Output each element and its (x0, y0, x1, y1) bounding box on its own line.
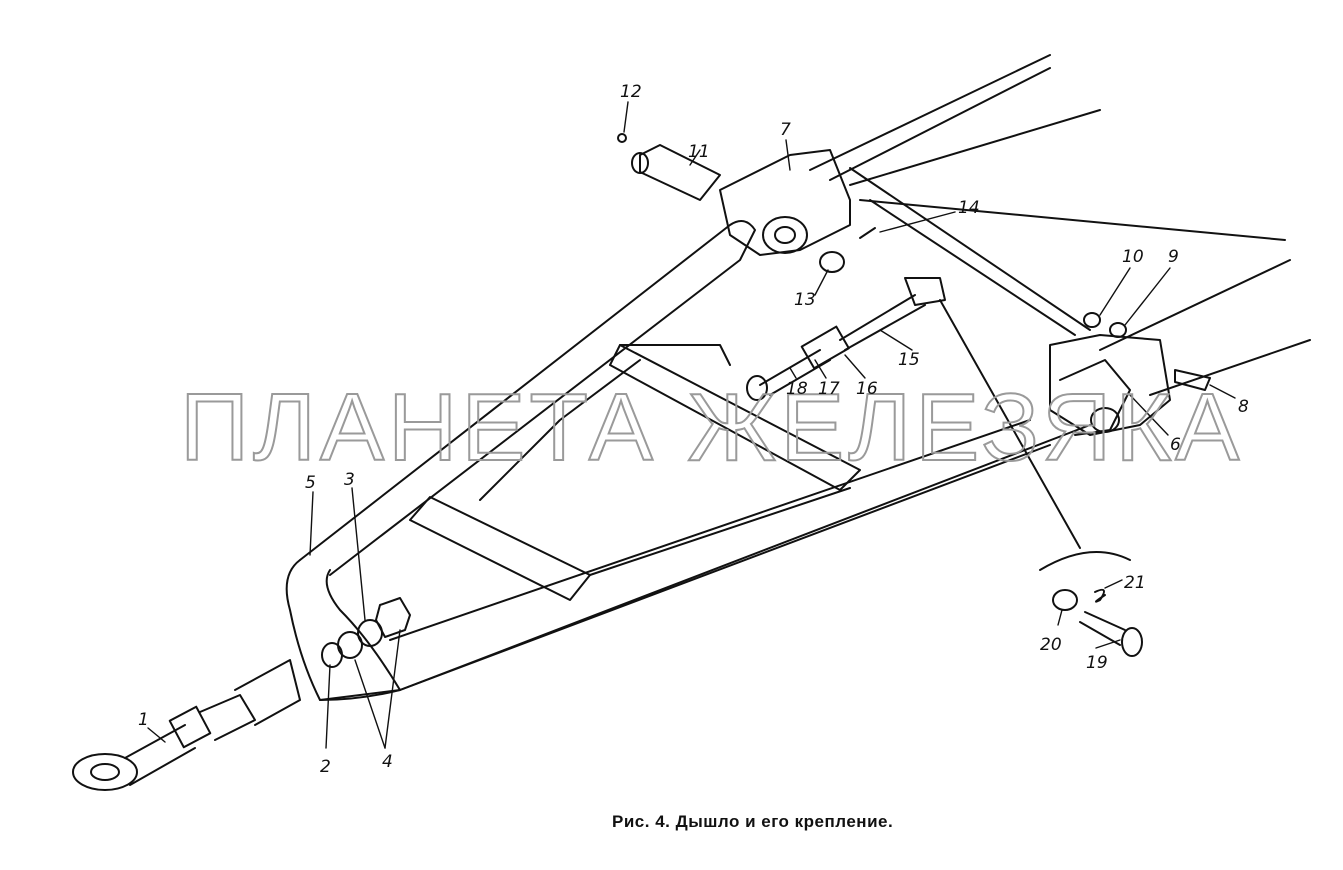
callout-19: 19 (1086, 653, 1108, 673)
callout-12: 12 (620, 82, 642, 102)
callout-1: 1 (138, 710, 149, 730)
callout-5: 5 (305, 473, 316, 493)
callout-11: 11 (688, 142, 710, 162)
watermark-text: ПЛАНЕТА ЖЕЛЕЗЯКА (180, 374, 1243, 481)
callout-17: 17 (818, 379, 840, 399)
callout-8: 8 (1238, 397, 1249, 417)
drawbar-frame (285, 220, 1091, 701)
callout-6: 6 (1170, 435, 1181, 455)
callout-9: 9 (1168, 247, 1179, 267)
callout-15: 15 (898, 350, 920, 370)
callout-10: 10 (1122, 247, 1144, 267)
right-bracket (1049, 312, 1211, 436)
leader-lines (147, 101, 1236, 749)
callout-20: 20 (1040, 635, 1062, 655)
callout-14: 14 (958, 198, 980, 218)
figure-caption: Рис. 4. Дышло и его крепление. (612, 812, 894, 831)
callout-21: 21 (1124, 573, 1146, 593)
callout-16: 16 (856, 379, 878, 399)
callout-13: 13 (794, 290, 816, 310)
callout-2: 2 (320, 757, 331, 777)
frame-rails (809, 54, 1311, 396)
left-bracket (617, 133, 876, 273)
nut-washers (321, 597, 411, 668)
callout-3: 3 (344, 470, 355, 490)
callout-labels: 1 2 3 4 5 6 7 8 9 10 11 12 13 14 15 16 1… (138, 82, 1249, 777)
pin-detail (939, 299, 1143, 657)
callout-7: 7 (780, 120, 791, 140)
callout-18: 18 (786, 379, 808, 399)
towing-eye (72, 659, 301, 791)
callout-4: 4 (382, 752, 393, 772)
